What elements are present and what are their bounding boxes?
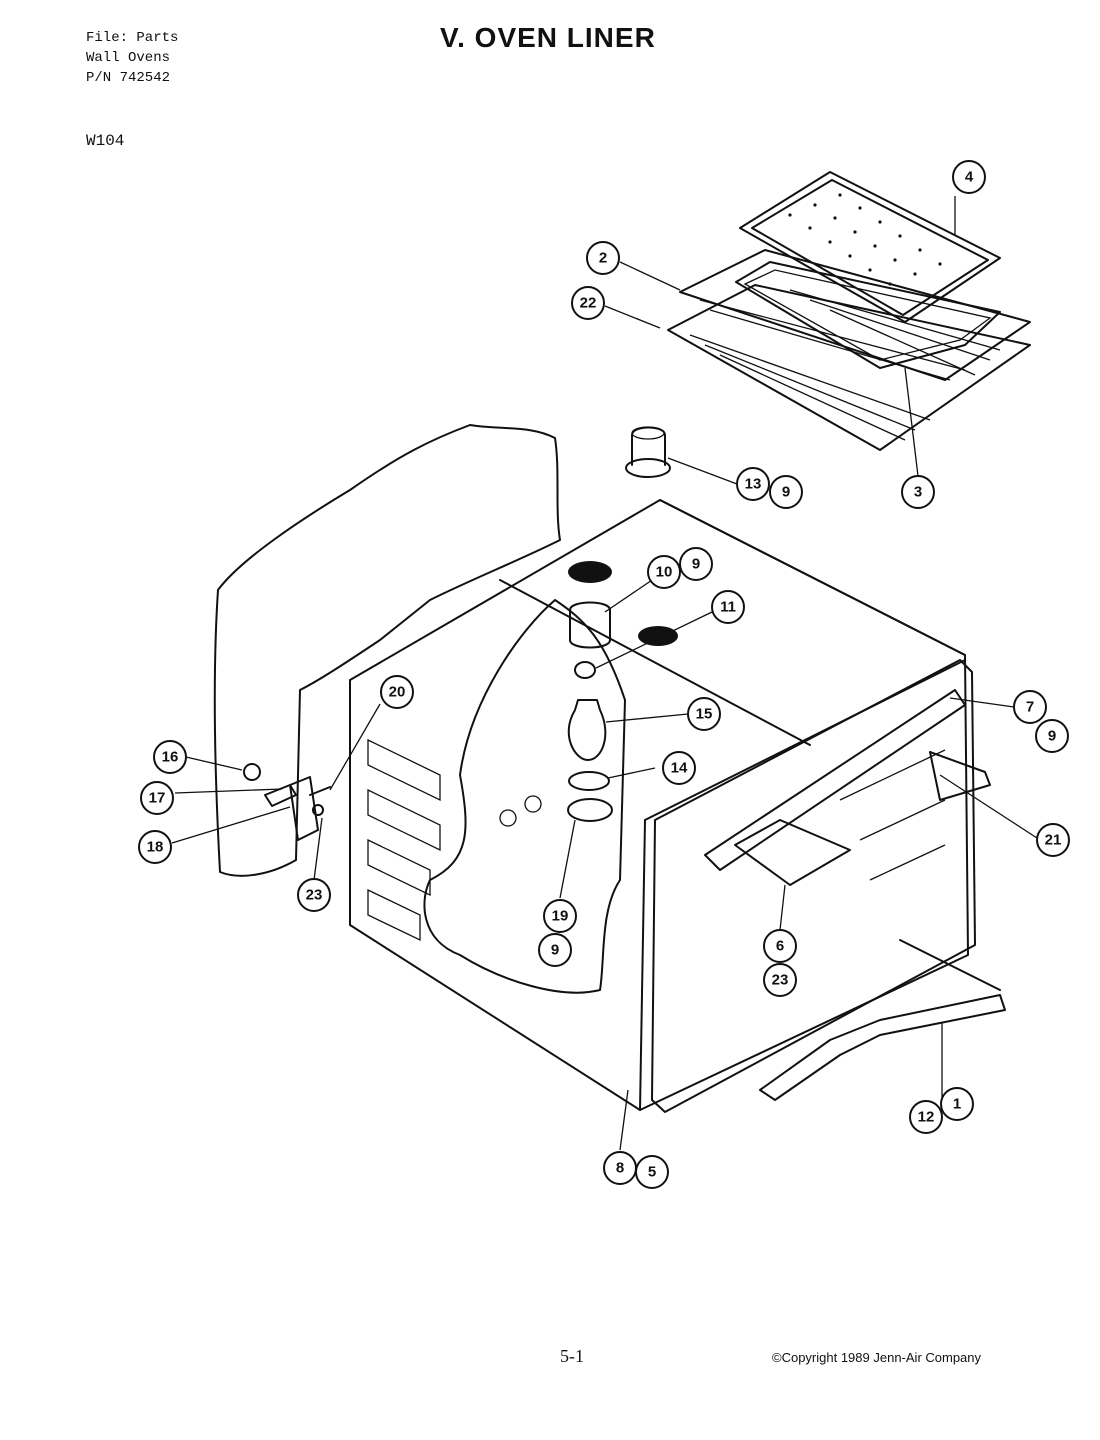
callout-label: 19 <box>552 908 569 925</box>
insulation-blanket <box>213 424 561 877</box>
callout-label: 9 <box>1048 728 1056 745</box>
callout-label: 4 <box>965 169 974 186</box>
callout-label: 12 <box>918 1109 935 1126</box>
callout-9: 9 <box>769 475 803 509</box>
callout-6: 6 <box>763 929 797 963</box>
callout-label: 15 <box>696 706 713 723</box>
callout-label: 20 <box>389 684 406 701</box>
callout-17: 17 <box>140 781 174 815</box>
heating-elements <box>704 689 1006 1101</box>
callout-23: 23 <box>763 963 797 997</box>
part-number-line: P/N 742542 <box>86 70 171 86</box>
page-title: V. OVEN LINER <box>440 22 656 53</box>
callout-label: 9 <box>782 484 790 501</box>
callout-label: 1 <box>953 1096 961 1113</box>
oven-racks <box>667 249 1031 451</box>
callout-10: 10 <box>647 555 681 589</box>
callout-label: 2 <box>599 250 607 267</box>
model-number: W104 <box>86 132 125 150</box>
callout-7: 7 <box>1013 690 1047 724</box>
file-info: File: Parts Wall Ovens P/N 742542 <box>86 28 178 88</box>
oven-liner-box <box>349 499 976 1113</box>
door-hardware <box>243 763 331 841</box>
callout-label: 10 <box>656 564 673 581</box>
callout-15: 15 <box>687 697 721 731</box>
callout-label: 3 <box>914 484 922 501</box>
callout-label: 17 <box>149 790 166 807</box>
callout-4: 4 <box>952 160 986 194</box>
callout-label: 9 <box>692 556 700 573</box>
callout-8: 8 <box>603 1151 637 1185</box>
callout-21: 21 <box>1036 823 1070 857</box>
callout-label: 8 <box>616 1160 624 1177</box>
callout-label: 23 <box>306 887 323 904</box>
leader-lines <box>171 196 1038 1151</box>
callout-20: 20 <box>380 675 414 709</box>
callout-label: 11 <box>720 599 736 616</box>
callout-9: 9 <box>538 933 572 967</box>
callout-11: 11 <box>711 590 745 624</box>
callout-label: 6 <box>776 938 784 955</box>
callout-16: 16 <box>153 740 187 774</box>
callout-23: 23 <box>297 878 331 912</box>
file-line: File: Parts <box>86 30 179 46</box>
callout-1: 1 <box>940 1087 974 1121</box>
callout-label: 23 <box>772 972 789 989</box>
copyright-notice: ©Copyright 1989 Jenn-Air Company <box>772 1350 982 1365</box>
callout-label: 14 <box>671 760 688 777</box>
broiler-pan <box>735 171 1001 369</box>
callout-9: 9 <box>679 547 713 581</box>
callout-label: 7 <box>1026 699 1034 716</box>
callout-label: 5 <box>648 1164 656 1181</box>
product-line: Wall Ovens <box>86 50 171 66</box>
page-number: 5-1 <box>560 1346 584 1366</box>
callout-label: 16 <box>162 749 179 766</box>
callout-13: 13 <box>736 467 770 501</box>
callout-12: 12 <box>909 1100 943 1134</box>
light-assembly <box>567 426 671 822</box>
callout-3: 3 <box>901 475 935 509</box>
callout-label: 18 <box>147 839 164 856</box>
callout-9: 9 <box>1035 719 1069 753</box>
callout-label: 21 <box>1045 832 1062 849</box>
callout-22: 22 <box>571 286 605 320</box>
callout-18: 18 <box>138 830 172 864</box>
callout-label: 22 <box>580 295 597 312</box>
callout-label: 9 <box>551 942 559 959</box>
callout-label: 13 <box>745 476 762 493</box>
callout-2: 2 <box>586 241 620 275</box>
callout-19: 19 <box>543 899 577 933</box>
callout-14: 14 <box>662 751 696 785</box>
callout-5: 5 <box>635 1155 669 1189</box>
